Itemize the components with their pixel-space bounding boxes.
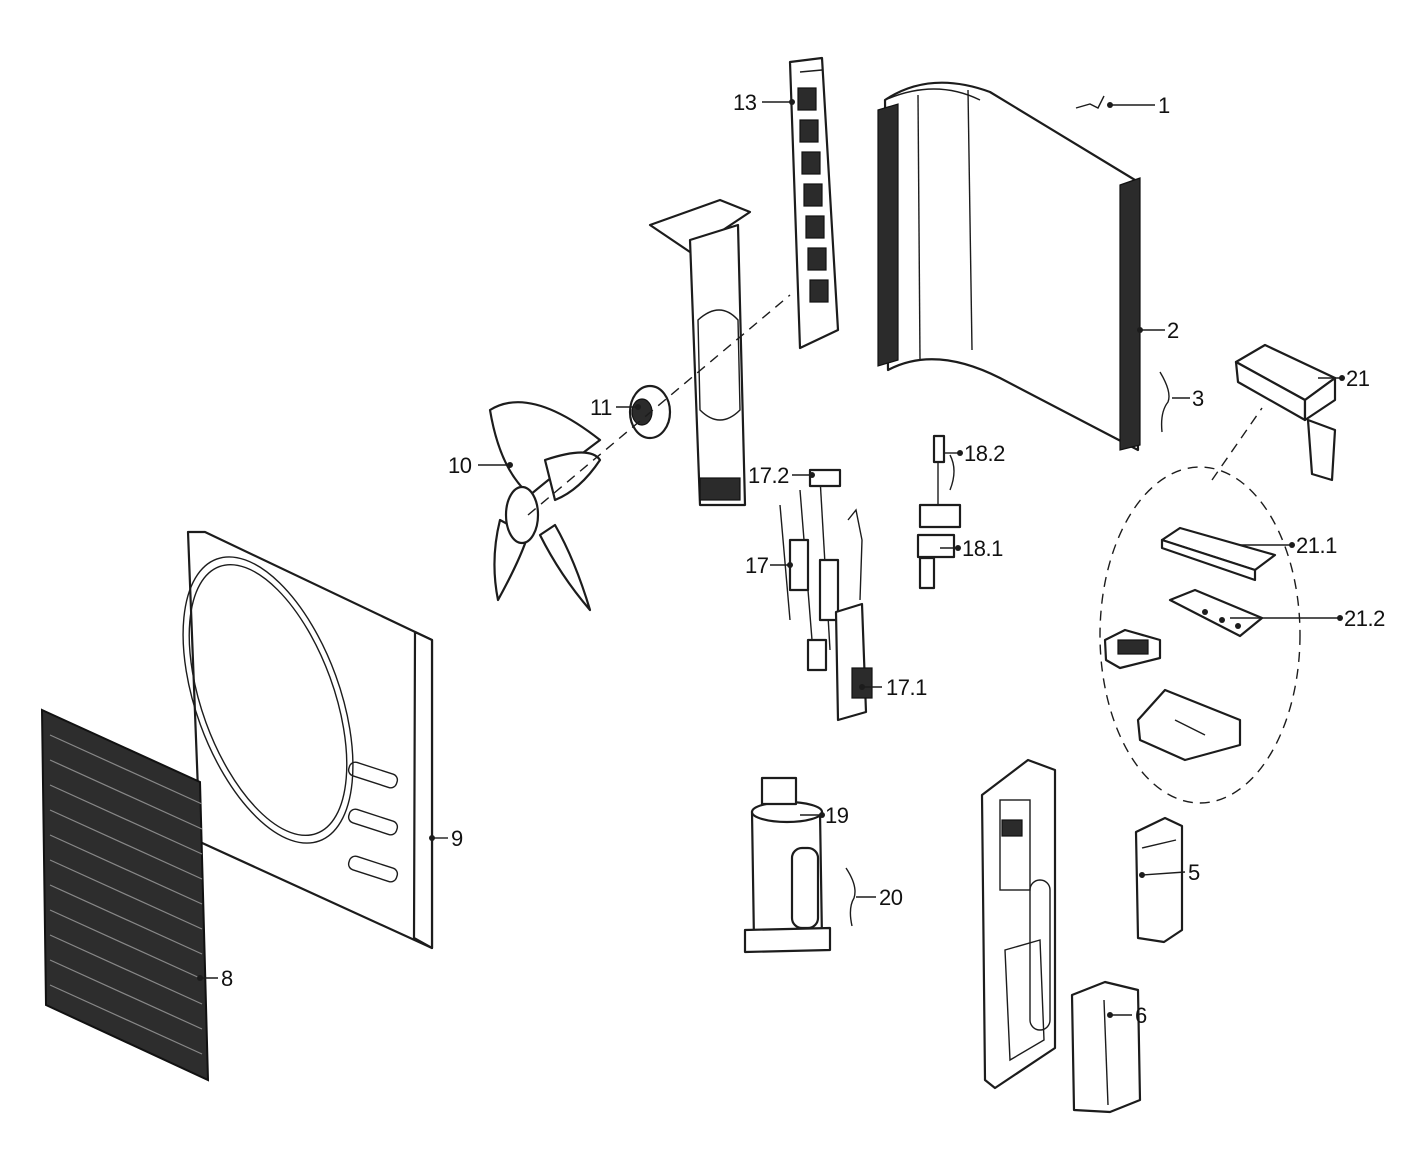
part-2-condenser-coil [877, 81, 1141, 452]
part-13-side-panel [788, 56, 840, 350]
label-part-11: 11 [590, 395, 612, 420]
label-part-1: 1 [1158, 93, 1170, 118]
part-1-small-pipe [1075, 95, 1105, 109]
part-21-2-pcb [1168, 588, 1264, 638]
detail-box-tray [1136, 688, 1242, 762]
label-part-18-1: 18.1 [962, 536, 1003, 561]
label-part-13: 13 [733, 90, 757, 115]
label-part-8: 8 [221, 966, 233, 991]
label-part-17-2: 17.2 [748, 463, 789, 488]
label-part-9: 9 [451, 826, 463, 851]
part-18-service-valves [916, 434, 962, 590]
side-panel-right [980, 758, 1057, 1090]
callout-labels: 1 2 3 5 6 8 9 10 11 13 17 17.1 17.2 18.1… [221, 90, 1386, 1028]
label-part-5: 5 [1188, 860, 1200, 885]
part-19-compressor [743, 776, 832, 954]
label-part-17-1: 17.1 [886, 675, 927, 700]
label-part-17: 17 [745, 553, 769, 578]
detail-small-bracket [1103, 628, 1162, 670]
label-part-21-2: 21.2 [1344, 606, 1385, 631]
label-part-21-1: 21.1 [1296, 533, 1337, 558]
part-3-pipe [1159, 371, 1170, 433]
part-8-grille [40, 708, 210, 1082]
motor-bracket [648, 198, 752, 507]
part-21-1-box-cover [1160, 526, 1277, 582]
label-part-3: 3 [1192, 386, 1204, 411]
label-part-2: 2 [1167, 318, 1179, 343]
assembly-axis-fan [527, 294, 791, 516]
label-part-18-2: 18.2 [964, 441, 1005, 466]
label-part-19: 19 [825, 803, 849, 828]
label-part-10: 10 [448, 453, 472, 478]
part-17-valve-assembly [779, 468, 873, 722]
part-21-electrical-box [1234, 343, 1337, 482]
detail-circle-21 [1099, 466, 1301, 804]
label-part-6: 6 [1135, 1003, 1147, 1028]
part-9-front-panel [182, 530, 434, 950]
leader-lines [197, 99, 1345, 1018]
label-part-20: 20 [879, 885, 903, 910]
part-5-handle-cover [1134, 816, 1184, 944]
detail-link-21 [1211, 407, 1263, 481]
label-part-21: 21 [1346, 366, 1370, 391]
part-10-fan-blade [488, 401, 602, 612]
part-20-pipe [845, 867, 856, 927]
part-6-valve-cover [1070, 980, 1142, 1114]
